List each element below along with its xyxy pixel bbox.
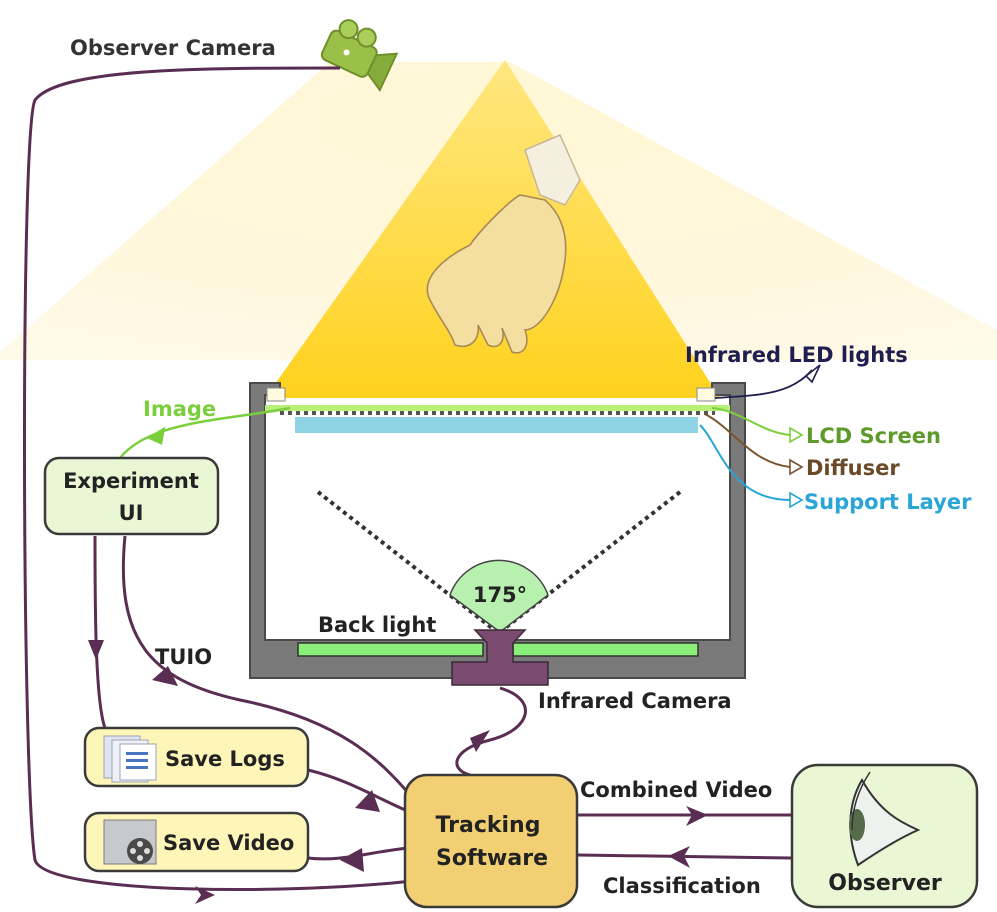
image-arrow <box>119 406 291 459</box>
eye-icon <box>849 771 921 867</box>
film-reel-icon <box>103 819 157 865</box>
experiment-ui-label-2: UI <box>119 501 144 525</box>
tracking-software-box[interactable] <box>403 773 579 909</box>
fov-line-right <box>498 490 682 634</box>
support-layer <box>295 417 698 433</box>
experiment-ui-label-1: Experiment <box>63 469 199 493</box>
diffuser-label: Diffuser <box>806 456 900 480</box>
tracking-label-2: Software <box>436 846 548 871</box>
flow-arrowheads <box>88 640 708 904</box>
fov-line-left <box>316 490 499 634</box>
classification-label: Classification <box>603 874 761 898</box>
document-icon <box>103 735 157 783</box>
observer-camera-label: Observer Camera <box>70 36 276 60</box>
diffuser-pointer <box>704 413 791 468</box>
lcd-pointer <box>711 407 791 436</box>
image-label: Image <box>143 397 216 421</box>
infrared-camera <box>451 629 549 686</box>
led-pointer <box>714 369 813 399</box>
back-light-left <box>297 642 484 657</box>
fov-angle-arc <box>449 559 549 633</box>
infrared-camera-label: Infrared Camera <box>538 689 732 713</box>
hand-icon <box>426 134 581 354</box>
save-video-label: Save Video <box>163 831 294 855</box>
led-icon <box>266 387 716 402</box>
camera-icon <box>320 19 399 92</box>
back-light-label: Back light <box>318 613 436 637</box>
lcd-screen-label: LCD Screen <box>806 424 941 448</box>
flow-lines <box>23 66 793 892</box>
back-light-right <box>512 642 699 657</box>
support-pointer <box>699 424 791 501</box>
tracking-label-1: Tracking <box>436 813 541 838</box>
experiment-ui-box[interactable] <box>43 456 220 536</box>
observer-label: Observer <box>828 871 942 896</box>
support-layer-label: Support Layer <box>804 490 972 514</box>
combined-video-label: Combined Video <box>580 778 772 802</box>
save-logs-label: Save Logs <box>165 747 285 771</box>
infrared-led-label: Infrared LED lights <box>685 343 908 367</box>
angle-label: 175° <box>473 583 527 607</box>
tuio-label: TUIO <box>155 645 212 669</box>
